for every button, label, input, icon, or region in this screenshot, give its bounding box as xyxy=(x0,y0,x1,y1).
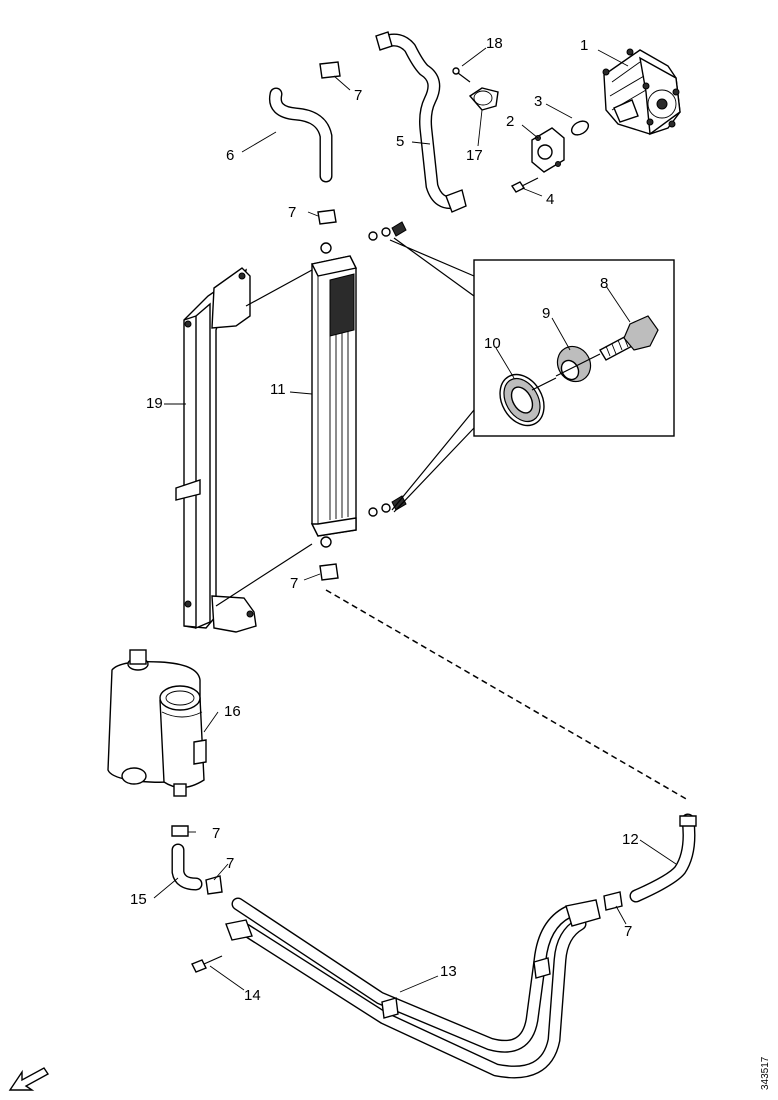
label-part-7-filter: 7 xyxy=(212,825,220,842)
leader-lines xyxy=(153,47,677,993)
hose-clamp xyxy=(171,825,189,837)
hose-clamp xyxy=(603,891,623,911)
bolt xyxy=(510,177,539,193)
hose-clamp xyxy=(205,875,223,895)
flange-adapter xyxy=(531,127,565,173)
label-part-16: 16 xyxy=(224,703,241,720)
label-part-14: 14 xyxy=(244,987,261,1004)
label-part-12: 12 xyxy=(622,831,639,848)
pump xyxy=(602,48,681,136)
label-part-17: 17 xyxy=(466,147,483,164)
hose-clamp xyxy=(317,209,339,581)
label-part-11: 11 xyxy=(270,381,286,398)
label-part-7-cooler-bottom: 7 xyxy=(290,575,298,592)
label-part-4: 4 xyxy=(546,191,554,208)
label-part-3: 3 xyxy=(534,93,542,110)
label-part-19: 19 xyxy=(146,395,163,412)
elbow-hose xyxy=(171,843,203,891)
screw xyxy=(452,67,471,83)
bolt xyxy=(191,955,223,973)
label-part-7-cooler-top: 7 xyxy=(288,204,296,221)
pump-hose xyxy=(375,31,467,213)
label-part-6: 6 xyxy=(226,147,234,164)
return-hose xyxy=(268,61,341,183)
return-pipe xyxy=(225,897,601,1079)
detail-inset xyxy=(473,259,675,437)
radiator-frame xyxy=(175,267,313,633)
label-part-15: 15 xyxy=(130,891,147,908)
part-labels: 1 2 3 4 5 6 7 7 7 7 7 7 8 9 10 11 12 13 … xyxy=(130,35,639,1004)
oil-filter xyxy=(159,685,207,797)
mounting-hardware-top xyxy=(368,221,407,241)
oil-cooler xyxy=(310,242,358,548)
label-part-9: 9 xyxy=(542,305,550,322)
label-part-1: 1 xyxy=(580,37,588,54)
label-part-2: 2 xyxy=(506,113,514,130)
label-part-5: 5 xyxy=(396,133,404,150)
connection-dashed-line xyxy=(325,589,689,801)
o-ring xyxy=(570,120,590,136)
cooler-return-hose xyxy=(629,813,697,903)
hose-clamp-bracket xyxy=(468,87,499,111)
drawing-reference-number: 343517 xyxy=(760,1056,771,1090)
label-part-7-elbow: 7 xyxy=(226,855,234,872)
label-part-10: 10 xyxy=(484,335,501,352)
label-part-18: 18 xyxy=(486,35,503,52)
label-part-13: 13 xyxy=(440,963,457,980)
label-part-7-pipe: 7 xyxy=(624,923,632,940)
label-part-7-top: 7 xyxy=(354,87,362,104)
label-part-8: 8 xyxy=(600,275,608,292)
arrow-icon xyxy=(8,1067,50,1091)
